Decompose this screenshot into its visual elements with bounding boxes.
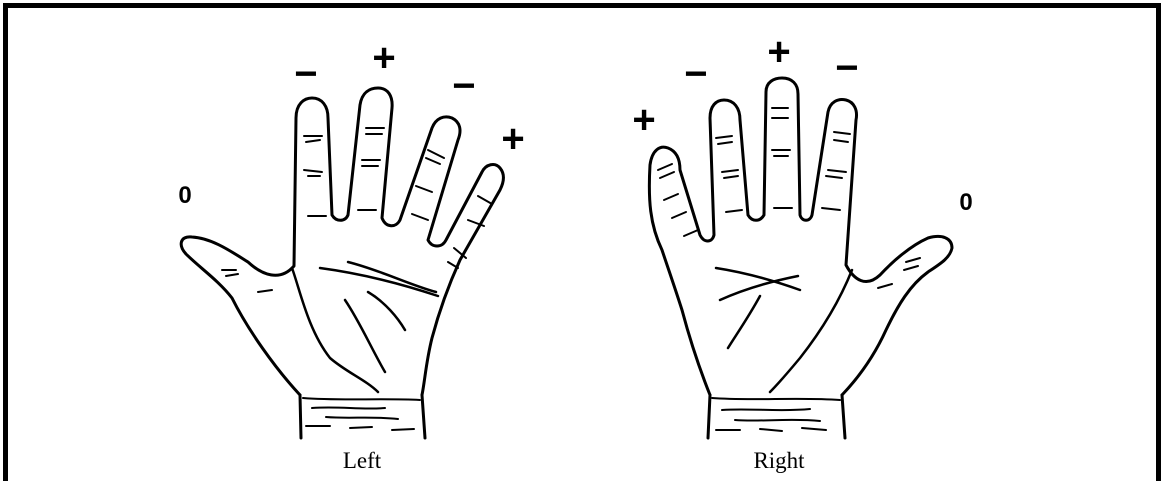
left-index-finger-sign: +	[501, 119, 524, 159]
left-hand-drawing	[181, 88, 503, 438]
left-little-finger-sign: −	[294, 54, 317, 94]
left-thumb-sign: 0	[178, 184, 191, 208]
left-ring-finger-sign: +	[372, 38, 395, 78]
right-index-finger-sign: +	[632, 100, 655, 140]
right-ring-finger-sign: +	[767, 32, 790, 72]
right-hand-drawing	[649, 78, 952, 438]
right-wrist-outline	[708, 395, 845, 438]
left-hand-outline	[181, 88, 503, 395]
right-hand-outline	[649, 78, 952, 395]
left-middle-finger-sign: −	[452, 66, 475, 106]
right-thumb-sign: 0	[959, 191, 972, 215]
right-middle-finger-sign: −	[684, 54, 707, 94]
left-wrist-outline	[300, 395, 425, 438]
right-little-finger-sign: −	[835, 48, 858, 88]
left-hand-caption: Left	[343, 449, 381, 472]
right-hand-caption: Right	[753, 449, 804, 472]
